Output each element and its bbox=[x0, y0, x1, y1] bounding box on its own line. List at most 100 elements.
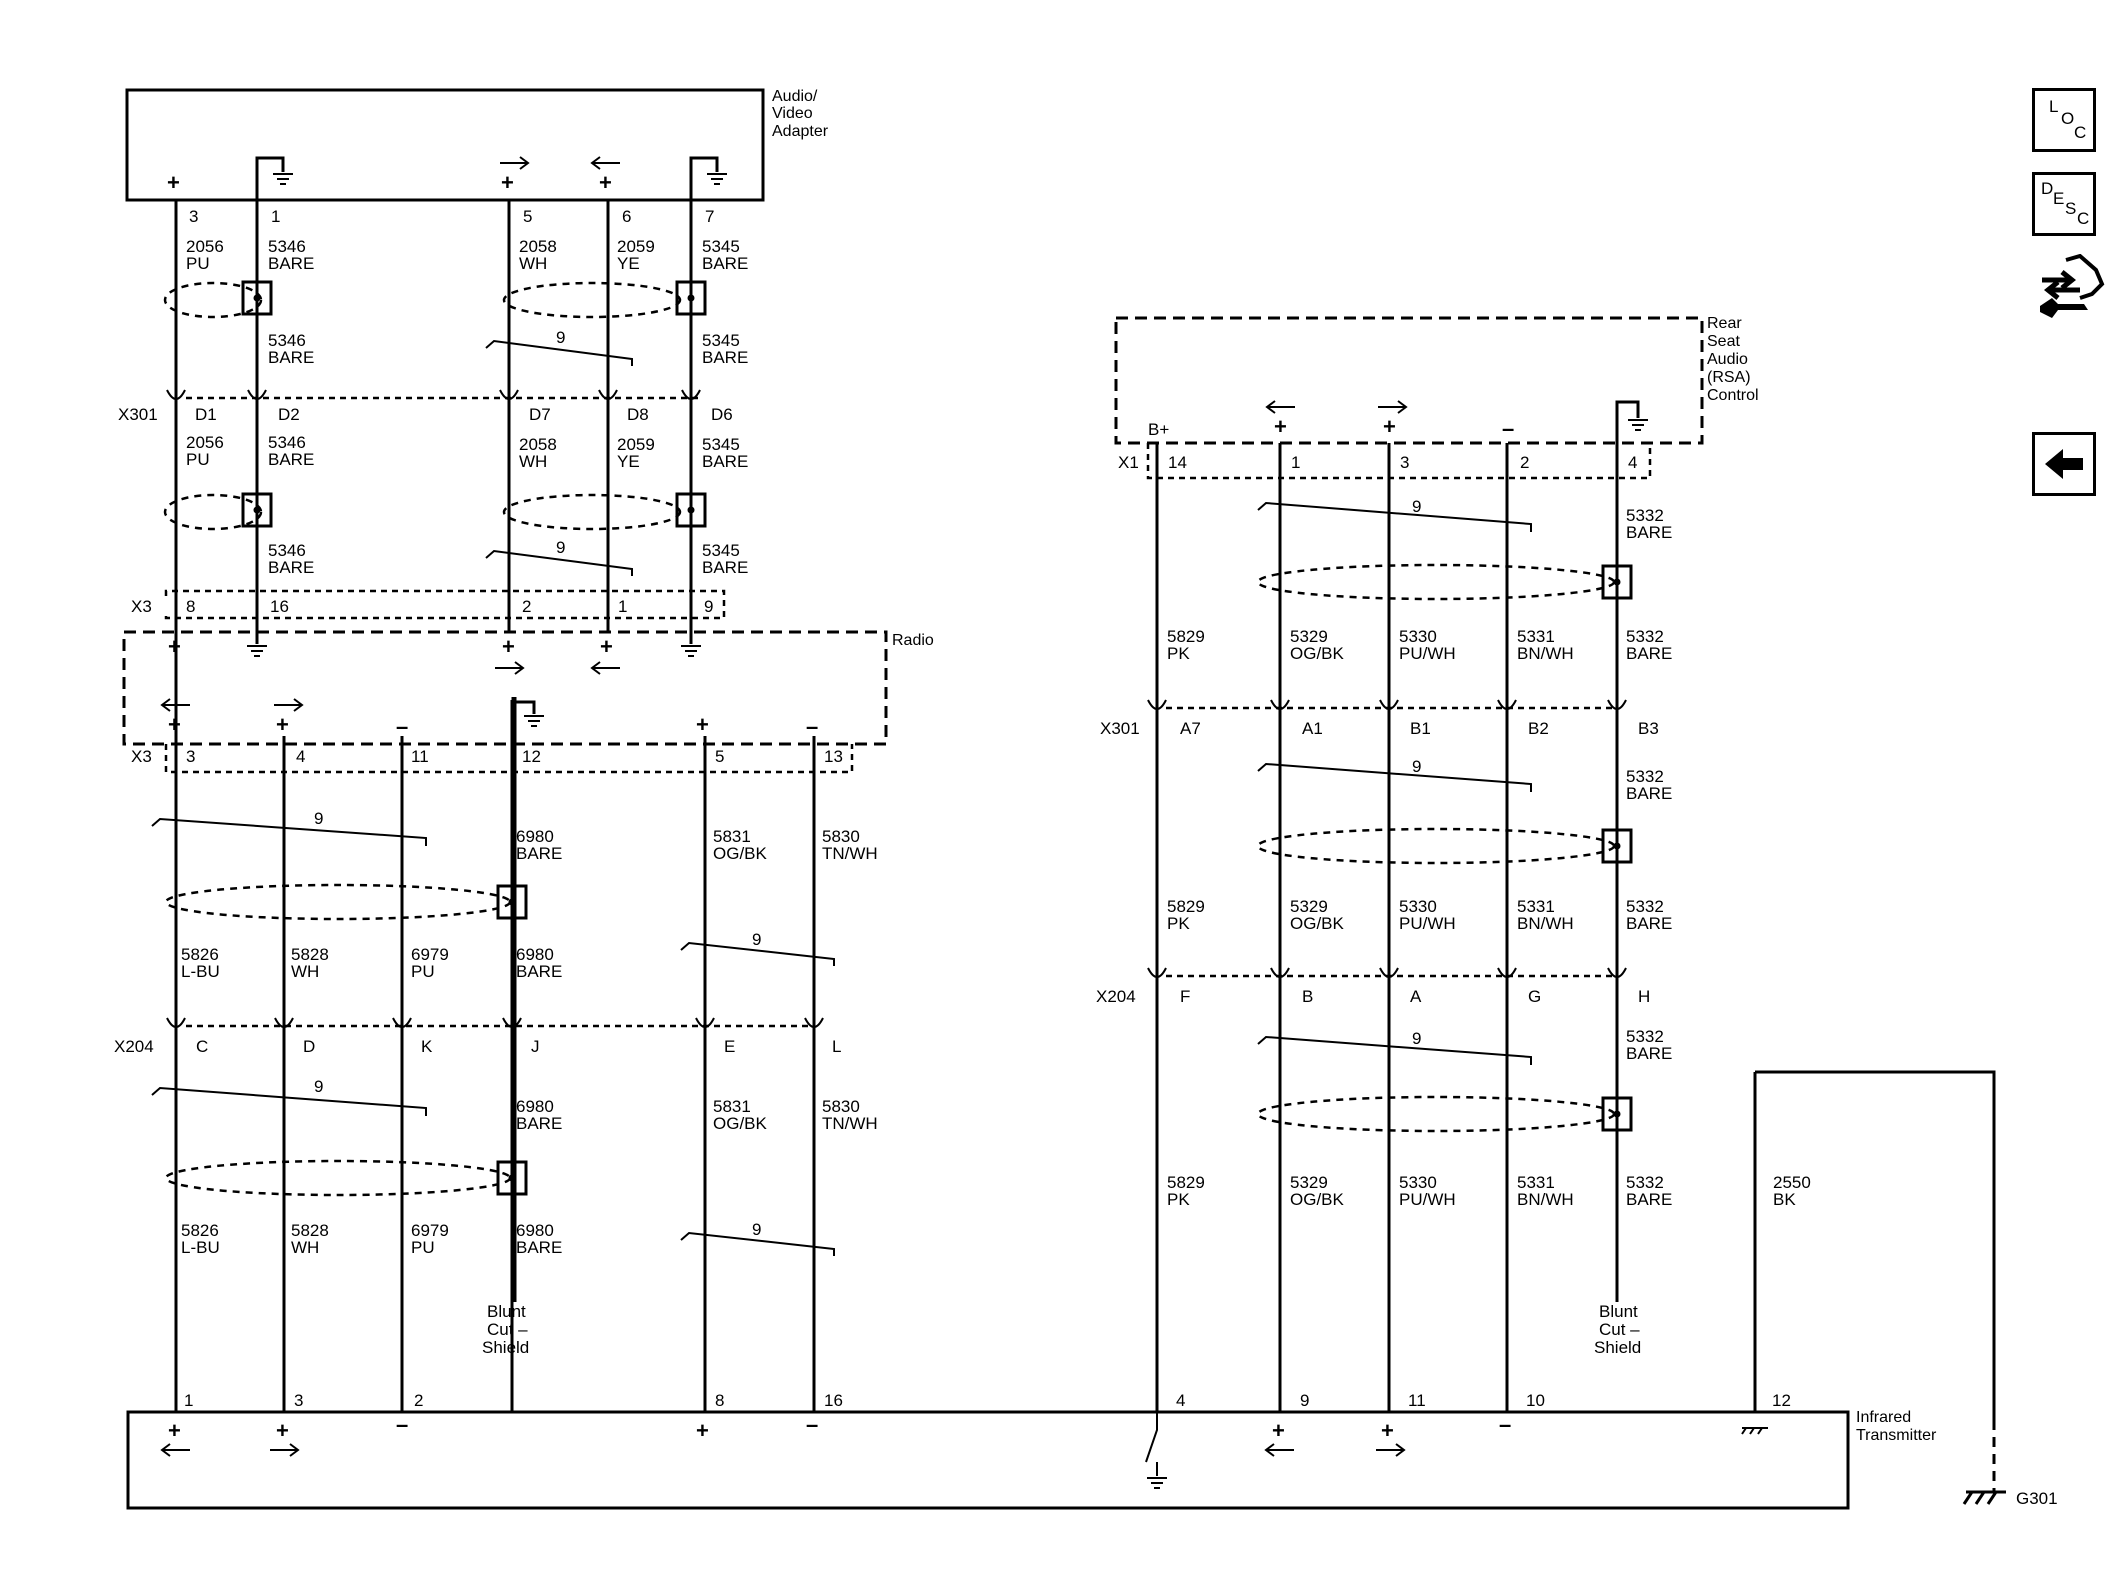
svg-text:7: 7 bbox=[705, 207, 714, 226]
svg-text:Blunt: Blunt bbox=[1599, 1302, 1638, 1321]
svg-text:9: 9 bbox=[704, 597, 713, 616]
svg-text:11: 11 bbox=[411, 747, 429, 766]
svg-text:2058: 2058 bbox=[519, 435, 557, 454]
svg-text:5331: 5331 bbox=[1517, 1173, 1555, 1192]
svg-text:6980: 6980 bbox=[516, 1097, 554, 1116]
svg-text:5830: 5830 bbox=[822, 827, 860, 846]
back-arrow-icon bbox=[2045, 449, 2083, 479]
svg-text:Cut –: Cut – bbox=[487, 1320, 528, 1339]
svg-text:5345: 5345 bbox=[702, 331, 740, 350]
svg-text:Adapter: Adapter bbox=[772, 123, 829, 140]
svg-text:A: A bbox=[1410, 987, 1422, 1006]
svg-text:6980: 6980 bbox=[516, 827, 554, 846]
svg-text:5330: 5330 bbox=[1399, 1173, 1437, 1192]
right-wires bbox=[1155, 443, 1996, 1492]
svg-text:2: 2 bbox=[1520, 453, 1529, 472]
svg-text:3: 3 bbox=[189, 207, 198, 226]
svg-text:Blunt: Blunt bbox=[487, 1302, 526, 1321]
svg-text:X204: X204 bbox=[114, 1037, 154, 1056]
svg-text:B1: B1 bbox=[1410, 719, 1431, 738]
svg-text:X301: X301 bbox=[118, 405, 158, 424]
svg-text:X3: X3 bbox=[131, 747, 152, 766]
svg-text:Cut –: Cut – bbox=[1599, 1320, 1640, 1339]
svg-text:2056: 2056 bbox=[186, 433, 224, 452]
svg-text:(RSA): (RSA) bbox=[1707, 369, 1751, 386]
desc-letter-s: S bbox=[2065, 199, 2077, 218]
svg-text:D8: D8 bbox=[627, 405, 649, 424]
svg-text:–: – bbox=[806, 714, 818, 739]
svg-text:PU: PU bbox=[186, 254, 210, 273]
svg-text:9: 9 bbox=[1412, 757, 1421, 776]
loc-letter-c: C bbox=[2074, 123, 2087, 142]
svg-text:D1: D1 bbox=[195, 405, 217, 424]
svg-text:X204: X204 bbox=[1096, 987, 1136, 1006]
svg-text:5329: 5329 bbox=[1290, 1173, 1328, 1192]
svg-text:+: + bbox=[168, 712, 181, 737]
svg-text:PU/WH: PU/WH bbox=[1399, 1190, 1456, 1209]
svg-text:Rear: Rear bbox=[1707, 315, 1742, 332]
desc-button[interactable]: D E S C bbox=[2032, 172, 2096, 236]
svg-text:OG/BK: OG/BK bbox=[713, 1114, 768, 1133]
svg-text:BN/WH: BN/WH bbox=[1517, 644, 1574, 663]
svg-text:+: + bbox=[167, 170, 180, 195]
back-button[interactable] bbox=[2032, 432, 2096, 496]
svg-text:BARE: BARE bbox=[268, 558, 314, 577]
svg-text:Radio: Radio bbox=[892, 632, 934, 649]
connector-tool-icon[interactable] bbox=[2036, 254, 2106, 326]
svg-text:D6: D6 bbox=[711, 405, 733, 424]
svg-text:A7: A7 bbox=[1180, 719, 1201, 738]
svg-text:L-BU: L-BU bbox=[181, 962, 220, 981]
svg-text:BARE: BARE bbox=[516, 844, 562, 863]
svg-text:5826: 5826 bbox=[181, 1221, 219, 1240]
svg-text:G: G bbox=[1528, 987, 1541, 1006]
av-adapter-pins: 3 2056 PU 1 5346 BARE 5 2058 WH 6 2059 Y… bbox=[186, 207, 748, 273]
svg-text:Shield: Shield bbox=[1594, 1338, 1641, 1357]
svg-text:+: + bbox=[276, 712, 289, 737]
svg-text:1: 1 bbox=[1291, 453, 1300, 472]
svg-text:BARE: BARE bbox=[1626, 644, 1672, 663]
svg-text:BARE: BARE bbox=[702, 348, 748, 367]
svg-text:Audio: Audio bbox=[1707, 351, 1748, 368]
svg-text:PK: PK bbox=[1167, 1190, 1190, 1209]
svg-text:X1: X1 bbox=[1118, 453, 1139, 472]
svg-text:TN/WH: TN/WH bbox=[822, 844, 878, 863]
desc-letter-c: C bbox=[2077, 209, 2090, 228]
svg-text:Audio/: Audio/ bbox=[772, 88, 818, 105]
svg-text:WH: WH bbox=[519, 254, 547, 273]
upper-shield: 5346 BARE 5345 BARE 9 bbox=[163, 280, 748, 367]
svg-text:5332: 5332 bbox=[1626, 1027, 1664, 1046]
svg-text:12: 12 bbox=[1772, 1391, 1791, 1410]
infrared-transmitter: Infrared Transmitter + + – + – + + – bbox=[126, 1409, 1937, 1510]
svg-text:X301: X301 bbox=[1100, 719, 1140, 738]
svg-text:PU: PU bbox=[411, 1238, 435, 1257]
svg-text:TN/WH: TN/WH bbox=[822, 1114, 878, 1133]
svg-text:5345: 5345 bbox=[702, 435, 740, 454]
svg-text:WH: WH bbox=[519, 452, 547, 471]
svg-text:5331: 5331 bbox=[1517, 627, 1555, 646]
svg-text:+: + bbox=[168, 1418, 181, 1443]
svg-text:5830: 5830 bbox=[822, 1097, 860, 1116]
svg-text:PU/WH: PU/WH bbox=[1399, 644, 1456, 663]
svg-text:+: + bbox=[1274, 414, 1287, 439]
svg-text:5826: 5826 bbox=[181, 945, 219, 964]
svg-text:5829: 5829 bbox=[1167, 897, 1205, 916]
svg-text:B: B bbox=[1302, 987, 1313, 1006]
svg-text:+: + bbox=[1272, 1418, 1285, 1443]
loc-button[interactable]: L O C bbox=[2032, 88, 2096, 152]
svg-text:+: + bbox=[600, 634, 613, 659]
svg-text:9: 9 bbox=[1300, 1391, 1309, 1410]
svg-text:J: J bbox=[531, 1037, 540, 1056]
svg-text:Control: Control bbox=[1707, 387, 1759, 404]
x3-connector-top: X3 8 16 2 1 9 bbox=[131, 589, 726, 620]
svg-text:WH: WH bbox=[291, 1238, 319, 1257]
svg-text:14: 14 bbox=[1168, 453, 1187, 472]
svg-text:5828: 5828 bbox=[291, 945, 329, 964]
svg-text:D: D bbox=[303, 1037, 315, 1056]
loc-letter-o: O bbox=[2061, 109, 2075, 128]
svg-text:5831: 5831 bbox=[713, 1097, 751, 1116]
svg-text:+: + bbox=[599, 170, 612, 195]
radio-shield-lower: 9 6980 BARE 5831 OG/BK 5830 TN/WH 9 5826… bbox=[151, 1077, 878, 1357]
svg-text:B+: B+ bbox=[1148, 420, 1169, 439]
loc-letter-l: L bbox=[2049, 97, 2059, 116]
